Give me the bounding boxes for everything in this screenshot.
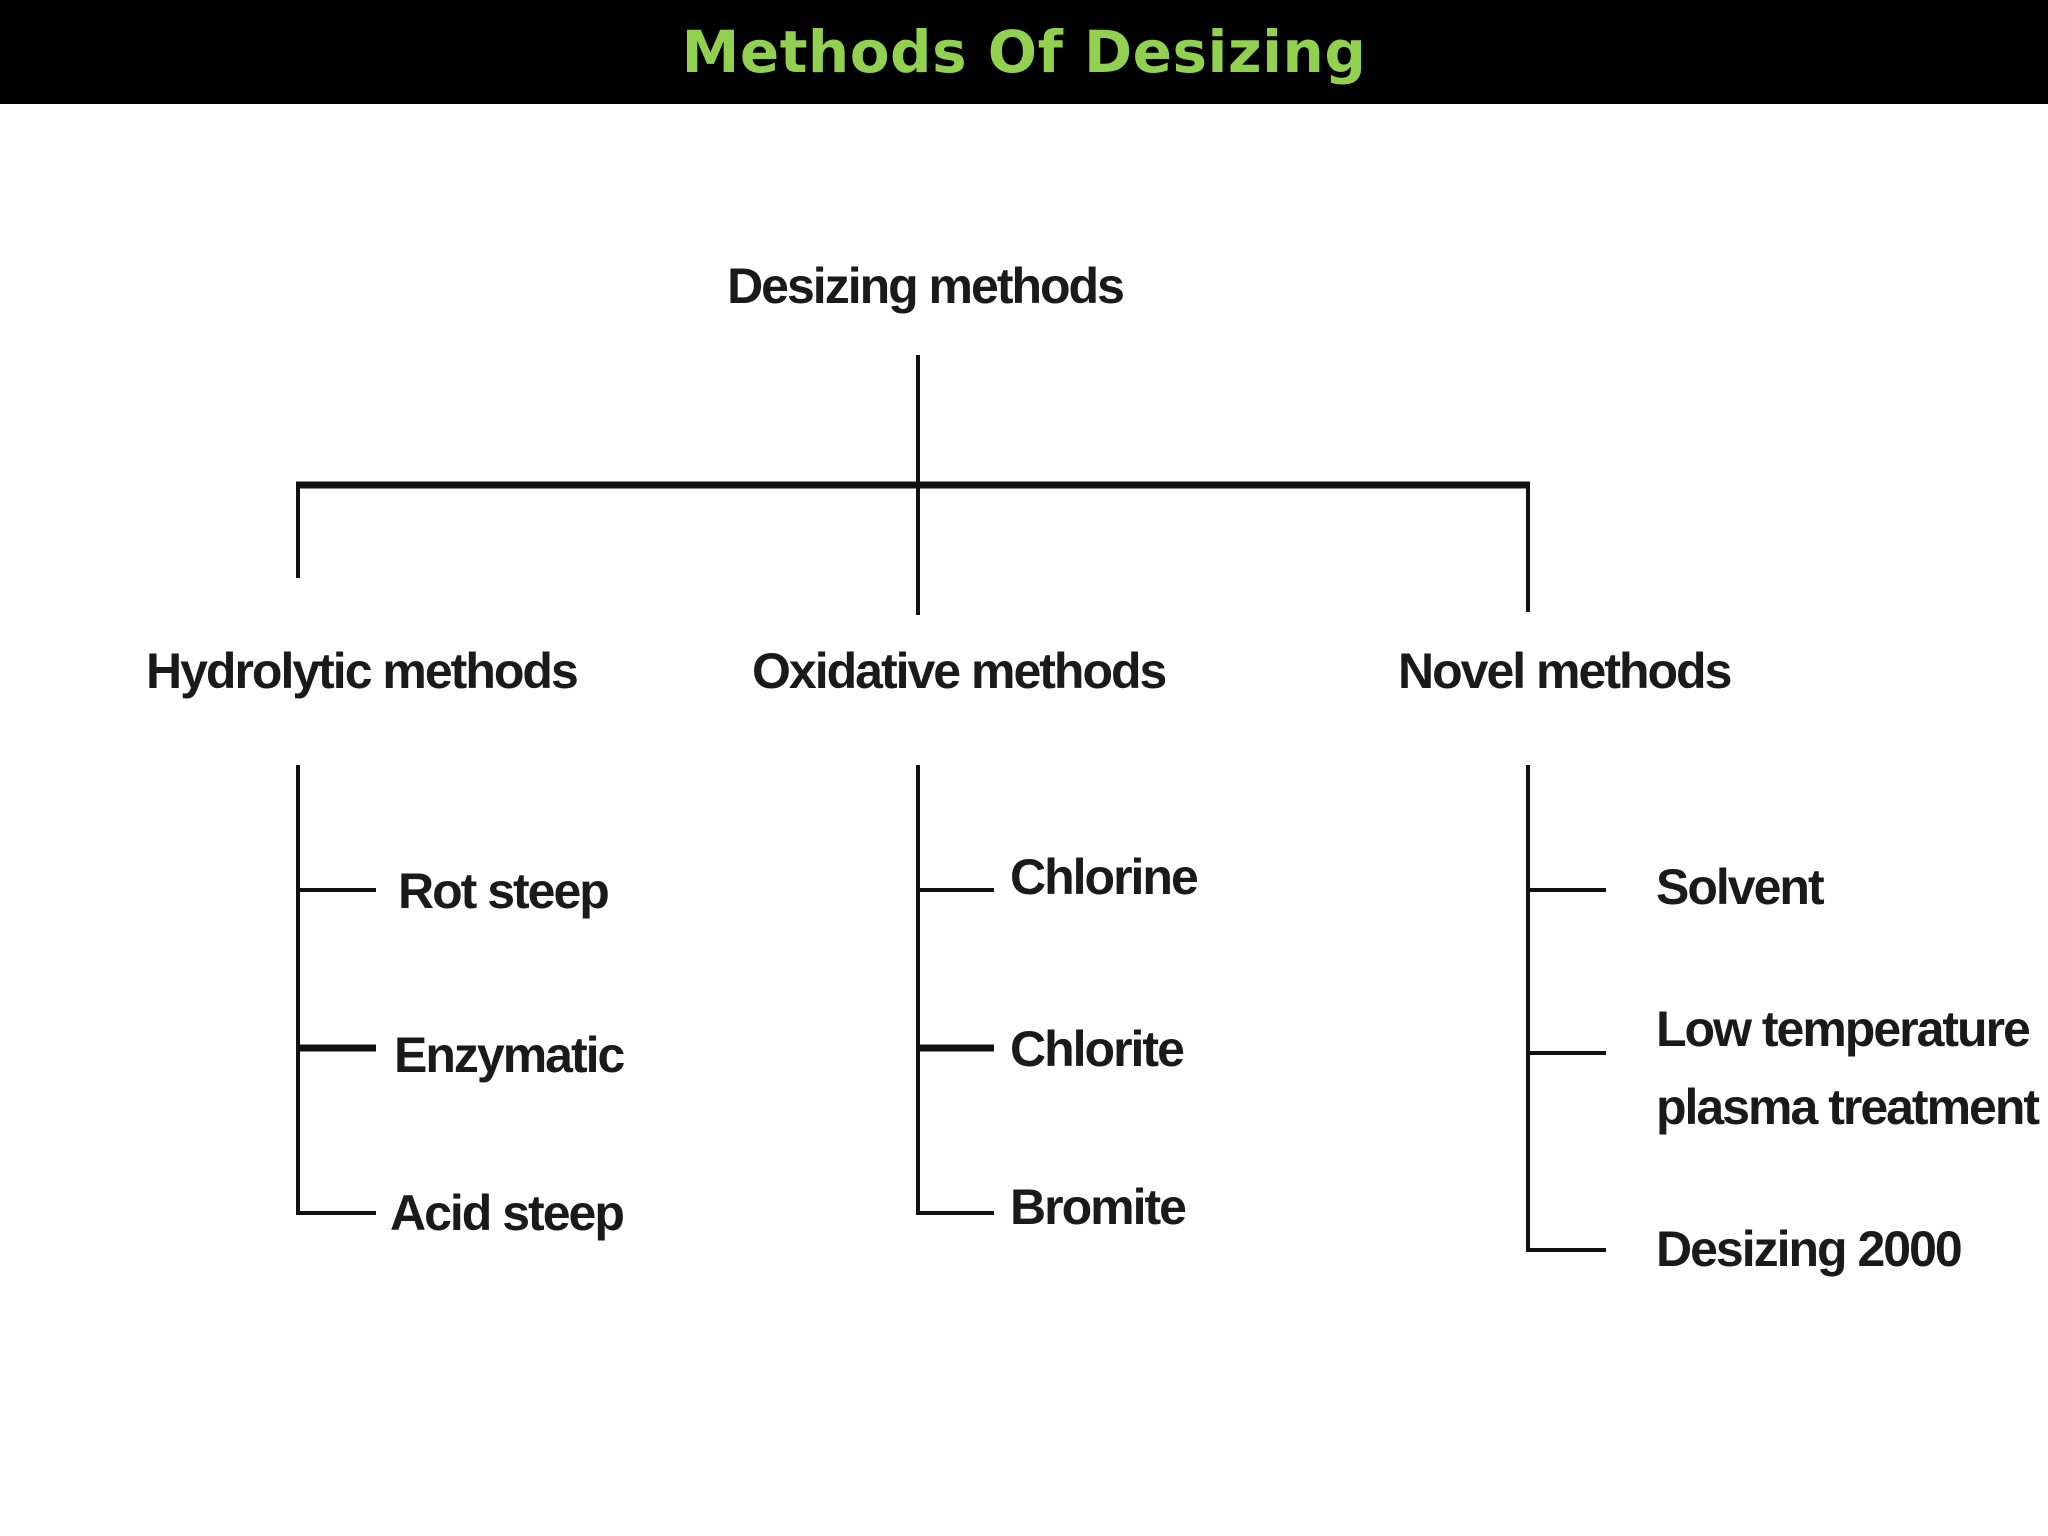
category-hydrolytic-label: Hydrolytic methods <box>146 643 577 699</box>
oxidative-item-chlorite: Chlorite <box>1010 1021 1184 1077</box>
oxidative-item-bromite: Bromite <box>1010 1179 1186 1235</box>
hydrolytic-item-enzymatic: Enzymatic <box>394 1027 625 1083</box>
root-node-label: Desizing methods <box>727 258 1123 314</box>
category-oxidative-label: Oxidative methods <box>752 643 1166 699</box>
novel-item-plasma-treatment: plasma treatment <box>1656 1079 2040 1135</box>
novel-item-low-temperature: Low temperature <box>1656 1001 2030 1057</box>
hydrolytic-item-rot-steep: Rot steep <box>398 863 608 919</box>
title-bar: Methods Of Desizing <box>0 0 2048 104</box>
oxidative-item-chlorine: Chlorine <box>1010 849 1198 905</box>
novel-item-desizing-2000: Desizing 2000 <box>1656 1221 1961 1277</box>
category-novel-label: Novel methods <box>1398 643 1731 699</box>
hydrolytic-item-acid-steep: Acid steep <box>390 1185 623 1241</box>
slide-title: Methods Of Desizing <box>681 18 1367 86</box>
novel-item-solvent: Solvent <box>1656 859 1825 915</box>
